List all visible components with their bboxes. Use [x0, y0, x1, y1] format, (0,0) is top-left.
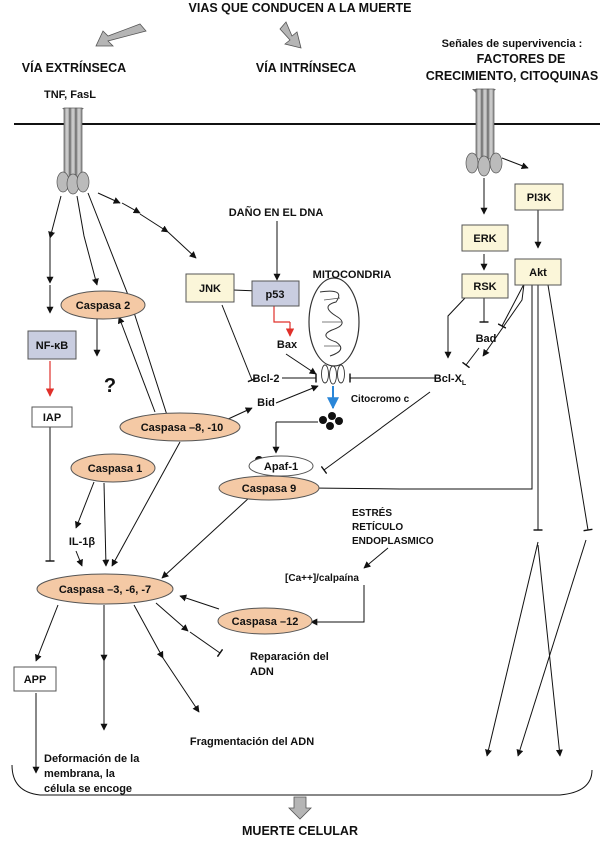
membrane-deformation-label-2: membrana, la: [44, 768, 116, 780]
unknown-mark: ?: [104, 375, 116, 397]
caspasa-8-10-label: Caspasa –8, -10: [141, 422, 224, 434]
jnk-node: [185, 273, 235, 303]
membrane-deformation-label-3: célula se encoge: [44, 783, 132, 795]
survival-cytokines-label: CRECIMIENTO, CITOQUINAS: [426, 69, 598, 83]
caspasa-1-node: [70, 453, 156, 483]
erk-node: [461, 224, 509, 252]
cytochrome-c-label: Citocromo c: [351, 394, 410, 405]
jnk-label: JNK: [199, 283, 221, 295]
dna-repair-label-1: Reparación del: [250, 651, 329, 663]
pathway-edges: [32, 157, 593, 774]
p53-node: [251, 280, 300, 307]
er-stress-label-1: ESTRÉS: [352, 506, 392, 519]
app-node: [13, 666, 57, 692]
growth-factor-receptor-icon: [465, 88, 503, 177]
iap-label: IAP: [43, 412, 61, 424]
er-stress-label-3: ENDOPLASMICO: [352, 536, 434, 547]
caspasa-1-label: Caspasa 1: [88, 463, 142, 475]
arrow-right-icon: [279, 21, 302, 49]
membrane-deformation-label-1: Deformación de la: [44, 753, 140, 765]
dna-fragmentation-label: Fragmentación del ADN: [190, 736, 314, 748]
il-1b-label: IL-1β: [69, 536, 96, 548]
survival-signals-label: Señales de supervivencia :: [442, 38, 583, 50]
mitochondria-icon: [308, 277, 360, 385]
caspasa-2-node: [60, 290, 146, 320]
cell-death-label: MUERTE CELULAR: [242, 824, 358, 838]
dna-repair-label-2: ADN: [250, 666, 274, 678]
app-label: APP: [24, 674, 47, 686]
caspasa-12-label: Caspasa –12: [232, 616, 299, 628]
caspasa-3-6-7-label: Caspasa –3, -6, -7: [59, 584, 151, 596]
ligands-label: TNF, FasL: [44, 89, 96, 101]
iap-node: [31, 406, 73, 428]
er-stress-label-2: RETÍCULO: [352, 520, 403, 533]
calpain-label: [Ca++]/calpaína: [285, 573, 359, 584]
apaf-1-label: Apaf-1: [264, 461, 298, 473]
convergence-curve: [11, 764, 593, 796]
akt-node: [514, 258, 562, 286]
bcl-2-label: Bcl-2: [253, 373, 280, 385]
bid-label: Bid: [257, 397, 275, 409]
nfkb-node: [27, 330, 77, 360]
arrow-left-icon: [95, 23, 147, 47]
dna-damage-label: DAÑO EN EL DNA: [229, 206, 324, 219]
intrinsic-label: VÍA INTRÍNSECA: [256, 60, 356, 75]
extrinsic-label: VÍA EXTRÍNSECA: [22, 60, 126, 75]
diagram-title: VIAS QUE CONDUCEN A LA MUERTE: [189, 1, 412, 15]
bcl-xl-label: Bcl-XL: [434, 373, 467, 387]
nfkb-label: NF-κB: [36, 340, 68, 352]
arrow-down-icon: [288, 796, 312, 820]
erk-label: ERK: [473, 233, 496, 245]
rsk-node: [461, 273, 509, 299]
rsk-label: RSK: [473, 281, 496, 293]
cytochrome-c-icon: [319, 412, 343, 430]
caspasa-9-label: Caspasa 9: [242, 483, 296, 495]
death-receptor-icon: [56, 107, 90, 195]
mitochondria-label: MITOCONDRIA: [313, 269, 392, 281]
akt-label: Akt: [529, 267, 547, 279]
p53-label: p53: [266, 289, 285, 301]
caspasa-2-label: Caspasa 2: [76, 300, 130, 312]
survival-factors-label: FACTORES DE: [477, 52, 566, 66]
caspasa-12-node: [217, 607, 313, 635]
caspasa-9-node: [218, 475, 320, 501]
bax-label: Bax: [277, 339, 298, 351]
caspasa-3-6-7-node: [36, 573, 174, 605]
pi3k-node: [514, 183, 564, 211]
pi3k-label: PI3K: [527, 192, 552, 204]
caspasa-8-10-node: [119, 412, 241, 442]
bad-label: Bad: [476, 333, 497, 345]
